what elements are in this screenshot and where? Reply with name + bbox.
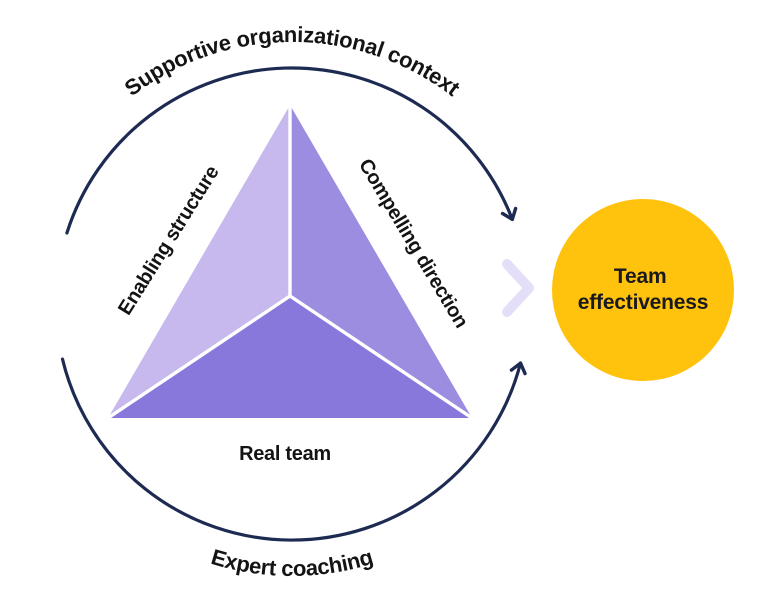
triangle-bottom-section: [108, 296, 472, 418]
triangle-divider-right: [289, 294, 473, 420]
label-real-team: Real team: [239, 443, 331, 465]
arc-label-supportive-context: Supportive organizational context: [120, 22, 465, 101]
outcome-label-line2: effectiveness: [578, 291, 708, 314]
outcome-label-line1: Team: [614, 265, 667, 288]
outcome-label: Team effectiveness: [578, 265, 708, 314]
chevron-right-icon: [502, 259, 534, 317]
outcome-circle: [552, 199, 734, 381]
arc-label-expert-coaching: Expert coaching: [209, 544, 376, 581]
triangle-right-section: [290, 105, 472, 418]
triangle-divider-left: [107, 294, 291, 420]
triangle-left-section: [108, 105, 290, 418]
outer-arc-bottom: [60, 357, 527, 542]
outer-arc-top: [65, 66, 518, 235]
